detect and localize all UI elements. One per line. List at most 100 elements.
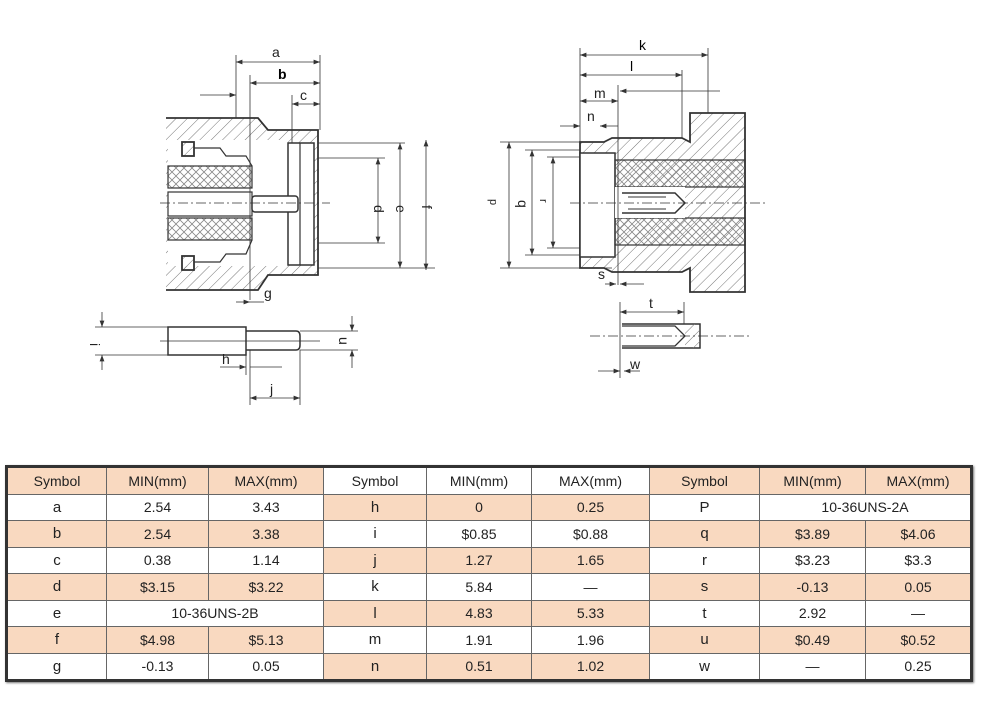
max-cell: 1.02 <box>531 652 650 681</box>
max-cell: $0.52 <box>865 626 972 654</box>
max-cell: 1.96 <box>531 626 650 654</box>
min-cell: 2.54 <box>106 520 209 548</box>
max-cell: 1.14 <box>208 546 324 574</box>
dim-label-q: q <box>515 200 531 208</box>
min-cell: 1.27 <box>426 546 532 574</box>
dim-label-h: h <box>222 351 230 367</box>
dim-label-a: a <box>272 44 280 60</box>
column-header: Symbol <box>323 466 427 495</box>
max-cell: 0.25 <box>531 493 650 521</box>
max-cell: 3.38 <box>208 520 324 548</box>
min-cell: 2.54 <box>106 493 209 521</box>
column-header: MIN(mm) <box>106 466 209 495</box>
dim-label-e: e <box>393 205 409 213</box>
connector-drawing: a b c d e f g i u h j k l m n p q r s t … <box>87 37 765 405</box>
max-cell: — <box>865 599 972 627</box>
max-cell: 3.43 <box>208 493 324 521</box>
min-cell: -0.13 <box>759 573 866 601</box>
jack-body <box>160 117 330 291</box>
dim-label-t: t <box>649 295 653 311</box>
min-cell: $3.23 <box>759 546 866 574</box>
column-header: MAX(mm) <box>208 466 324 495</box>
symbol-cell: n <box>323 652 427 681</box>
dim-label-n: n <box>587 108 595 124</box>
max-cell: $0.88 <box>531 520 650 548</box>
max-cell: 0.25 <box>865 652 972 681</box>
symbol-cell: r <box>649 546 760 574</box>
column-header: MAX(mm) <box>865 466 972 495</box>
dim-label-i: i <box>87 343 103 346</box>
column-header: Symbol <box>649 466 760 495</box>
dim-label-c: c <box>300 87 307 103</box>
min-cell: -0.13 <box>106 652 209 681</box>
dim-label-l: l <box>630 58 633 74</box>
dim-label-s: s <box>598 266 605 282</box>
min-cell: $0.85 <box>426 520 532 548</box>
max-cell: $5.13 <box>208 626 324 654</box>
min-cell: 1.91 <box>426 626 532 654</box>
min-cell: 0.38 <box>106 546 209 574</box>
symbol-cell: q <box>649 520 760 548</box>
symbol-cell: k <box>323 573 427 601</box>
column-header: MIN(mm) <box>759 466 866 495</box>
symbol-cell: m <box>323 626 427 654</box>
symbol-cell: P <box>649 493 760 521</box>
symbol-cell: f <box>6 626 107 654</box>
min-cell: $4.98 <box>106 626 209 654</box>
max-cell: 0.05 <box>865 573 972 601</box>
min-cell: $0.49 <box>759 626 866 654</box>
dim-label-b: b <box>278 66 287 82</box>
column-header: MAX(mm) <box>531 466 650 495</box>
max-cell: 0.05 <box>208 652 324 681</box>
min-cell: 5.84 <box>426 573 532 601</box>
symbol-cell: d <box>6 573 107 601</box>
min-cell: 4.83 <box>426 599 532 627</box>
min-cell: 2.92 <box>759 599 866 627</box>
symbol-cell: i <box>323 520 427 548</box>
dim-label-p: p <box>487 199 499 205</box>
max-cell: — <box>531 573 650 601</box>
symbol-cell: h <box>323 493 427 521</box>
symbol-cell: c <box>6 546 107 574</box>
symbol-cell: w <box>649 652 760 681</box>
symbol-cell: u <box>649 626 760 654</box>
dim-label-j: j <box>269 381 273 397</box>
min-cell: $3.15 <box>106 573 209 601</box>
dim-label-u: u <box>336 337 352 345</box>
dim-label-k: k <box>639 37 647 53</box>
dim-label-w: w <box>629 356 641 372</box>
dim-label-g: g <box>264 285 272 301</box>
symbol-cell: s <box>649 573 760 601</box>
min-cell: 0.51 <box>426 652 532 681</box>
min-cell: 10-36UNS-2B <box>106 599 324 627</box>
max-cell: $3.22 <box>208 573 324 601</box>
dim-label-r: r <box>537 199 549 203</box>
plug-body <box>570 112 765 293</box>
min-cell: 0 <box>426 493 532 521</box>
min-cell: 10-36UNS-2A <box>759 493 972 521</box>
dim-label-d: d <box>371 205 387 213</box>
max-cell: 5.33 <box>531 599 650 627</box>
max-cell: $3.3 <box>865 546 972 574</box>
dim-label-m: m <box>594 85 606 101</box>
symbol-cell: l <box>323 599 427 627</box>
symbol-cell: g <box>6 652 107 681</box>
dim-label-f: f <box>419 205 435 209</box>
max-cell: $4.06 <box>865 520 972 548</box>
symbol-cell: a <box>6 493 107 521</box>
column-header: Symbol <box>6 466 107 495</box>
pin-detail <box>160 326 320 356</box>
max-cell: 1.65 <box>531 546 650 574</box>
socket-detail <box>590 323 750 349</box>
symbol-cell: e <box>6 599 107 627</box>
symbol-cell: b <box>6 520 107 548</box>
